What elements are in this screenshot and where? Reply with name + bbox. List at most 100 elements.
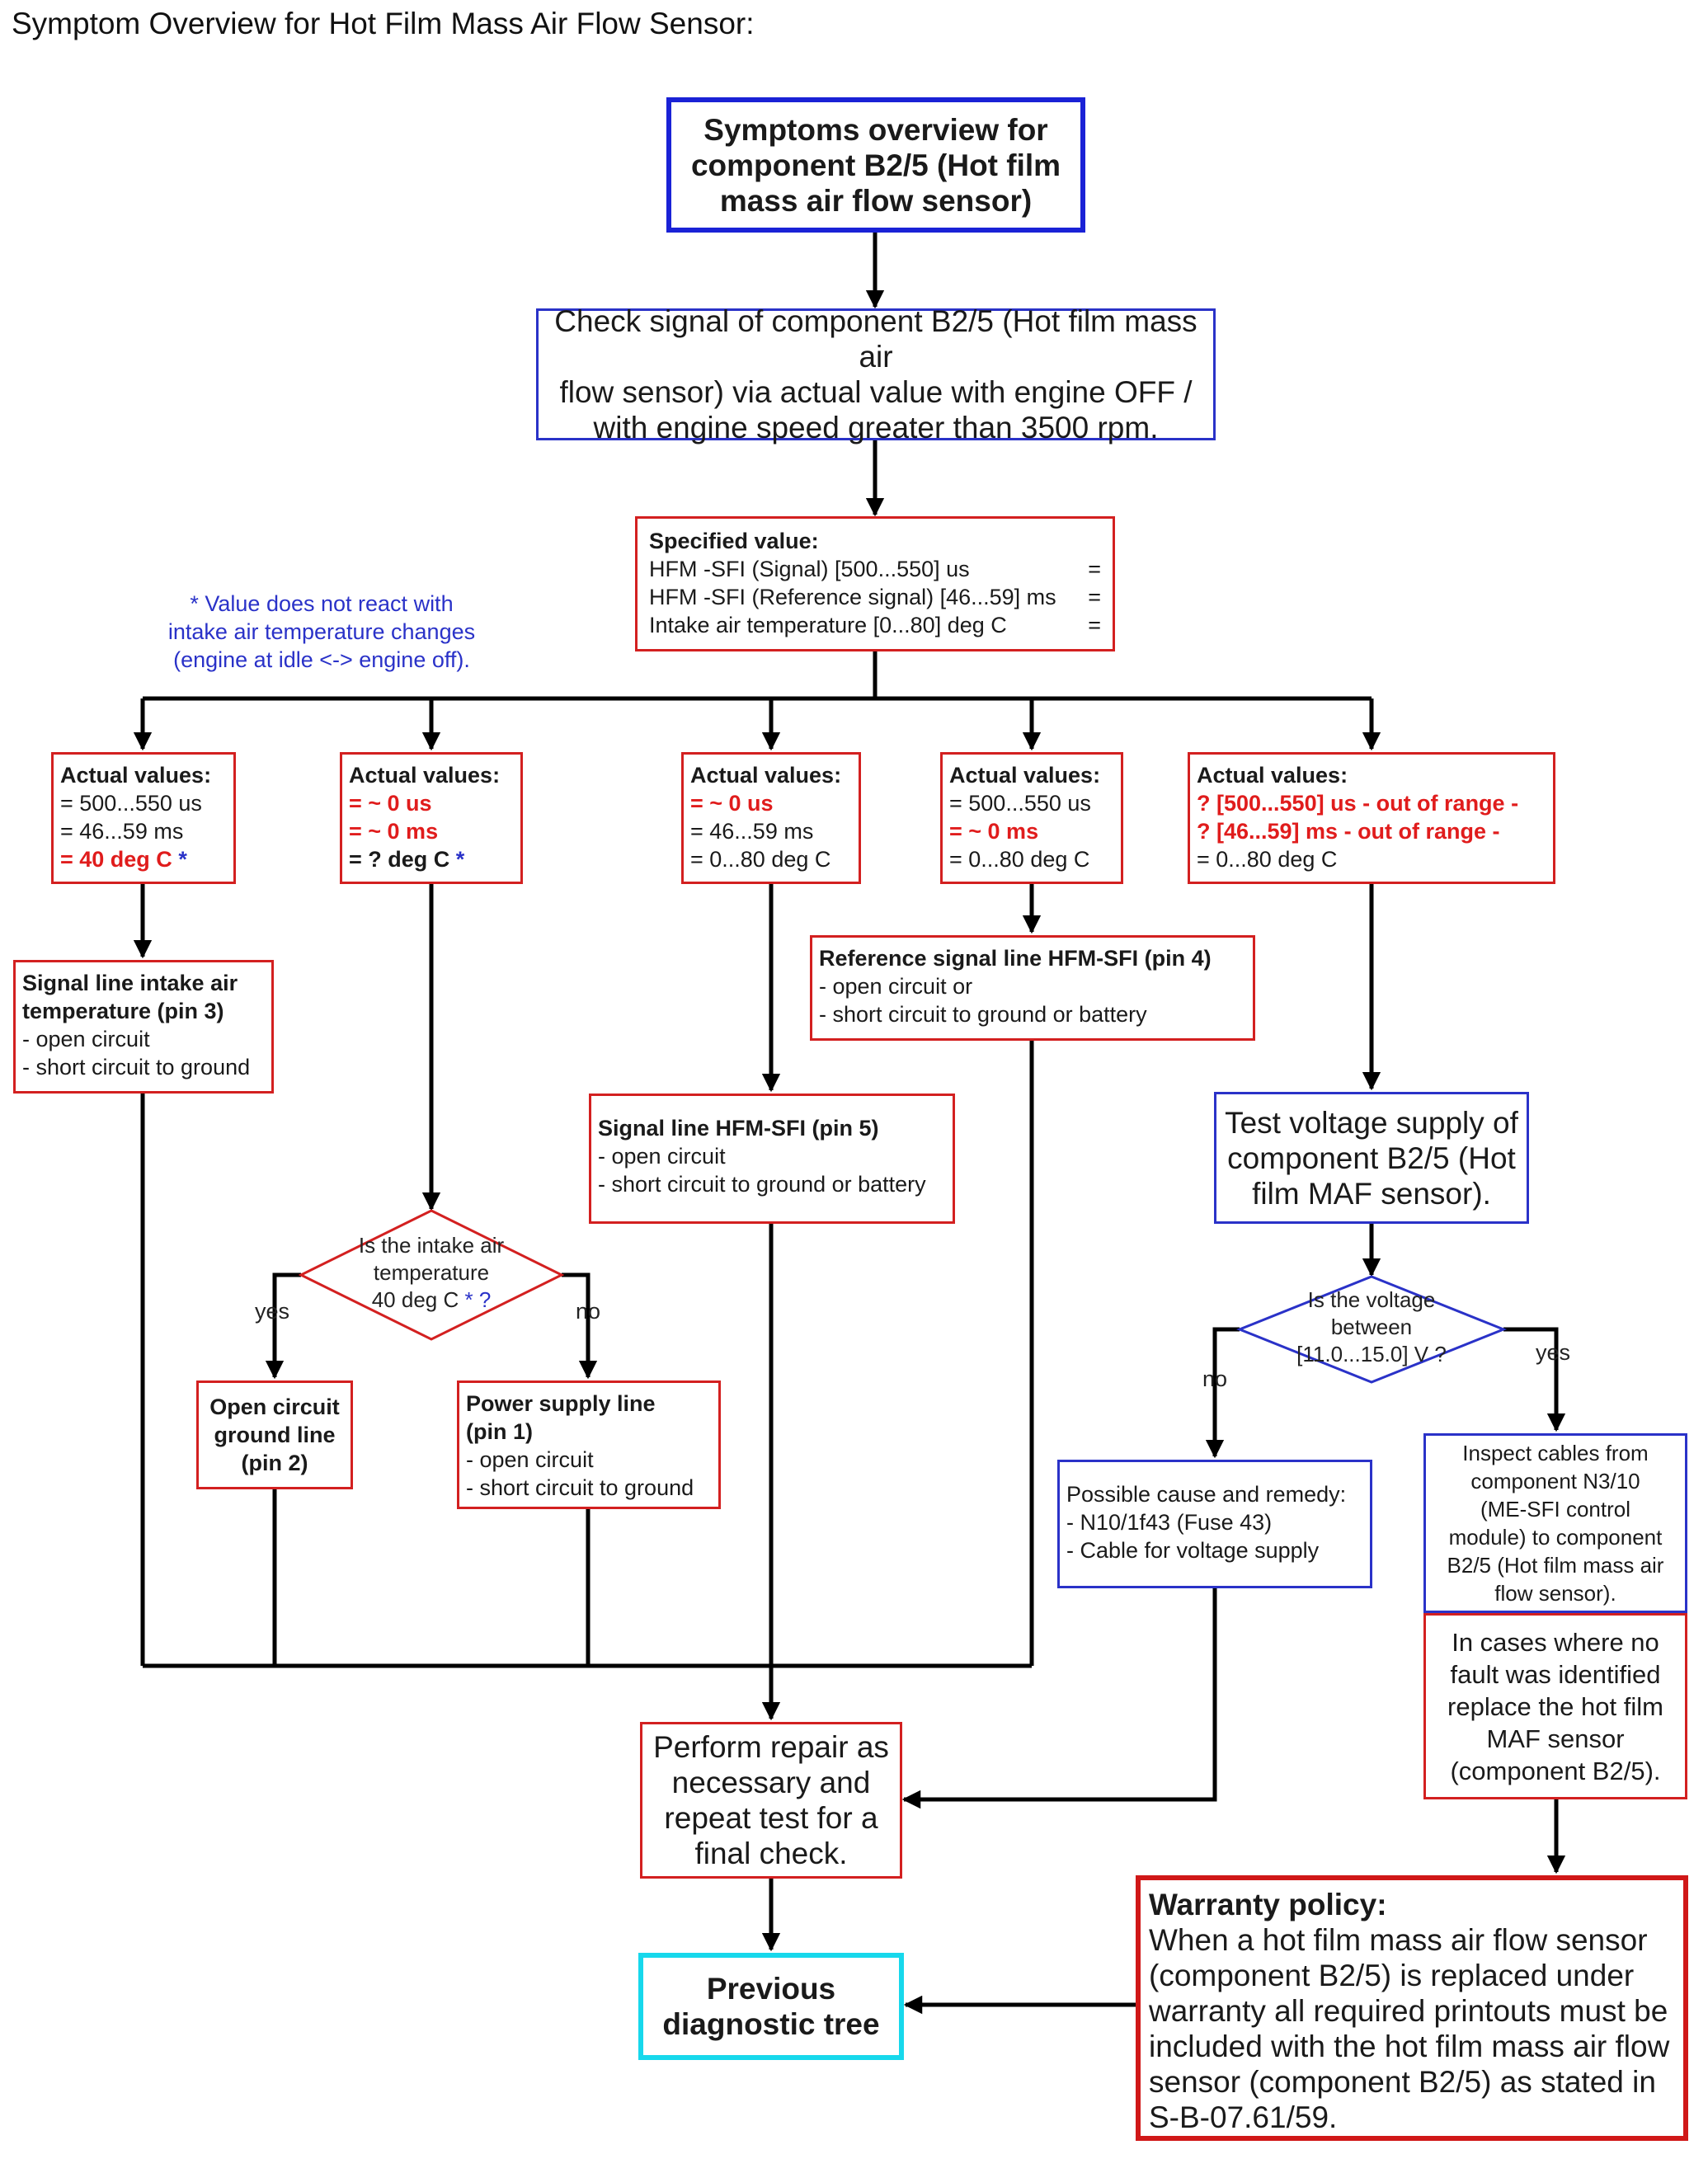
specified-signal-label: HFM -SFI (Signal) [500...550] us — [649, 557, 970, 581]
decision-voltage-shape — [1235, 1275, 1508, 1384]
signal-intake-item-1: - open circuit — [22, 1027, 150, 1051]
no-fault-line-4: MAF sensor — [1486, 1724, 1625, 1753]
no-fault-replace-box: In cases where no fault was identified r… — [1423, 1613, 1687, 1799]
decision-intake-temp-shape — [298, 1209, 565, 1341]
actual-heading-3: Actual values: — [690, 763, 842, 788]
decision-temp-line-1: Is the intake air — [358, 1233, 505, 1258]
specified-signal-sign: = — [1088, 557, 1101, 581]
arrow-diamond-yes — [265, 1272, 301, 1380]
specified-row-signal: HFM -SFI (Signal) [500...550] us = — [649, 555, 1101, 583]
specified-row-temperature: Intake air temperature [0...80] deg C = — [649, 611, 1101, 639]
ref-signal-item-2: - short circuit to ground or battery — [819, 1002, 1147, 1027]
actual-heading-2: Actual values: — [349, 763, 501, 788]
ref-signal-title: Reference signal line HFM-SFI (pin 4) — [819, 946, 1212, 971]
open-circuit-ground-box: Open circuit ground line (pin 2) — [196, 1380, 353, 1489]
specified-temperature-label: Intake air temperature [0...80] deg C — [649, 613, 1007, 637]
possible-cause-heading: Possible cause and remedy: — [1066, 1482, 1347, 1507]
actual-4-temperature: = 0...80 deg C — [949, 847, 1090, 872]
label-no-volt: no — [1202, 1366, 1228, 1391]
reference-signal-line-box: Reference signal line HFM-SFI (pin 4) - … — [810, 935, 1255, 1041]
actual-heading-1: Actual values: — [60, 763, 212, 788]
actual-1-reference: = 46...59 ms — [60, 819, 184, 844]
power-supply-line-box: Power supply line (pin 1) - open circuit… — [457, 1380, 721, 1509]
no-fault-line-2: fault was identified — [1450, 1659, 1661, 1689]
actual-1-asterisk: * — [172, 847, 187, 872]
signal-line-intake-box: Signal line intake air temperature (pin … — [13, 960, 274, 1094]
note-line-1: * Value does not react with — [190, 591, 454, 616]
no-fault-line-3: replace the hot film — [1447, 1691, 1663, 1721]
actual-3-signal: = ~ 0 us — [690, 791, 774, 816]
power-supply-title-2: (pin 1) — [466, 1419, 533, 1444]
actual-4-reference: = ~ 0 ms — [949, 819, 1039, 844]
open-ground-line-1: Open circuit — [209, 1395, 340, 1419]
signal-hfm-item-1: - open circuit — [598, 1144, 726, 1169]
actual-3-temperature: = 0...80 deg C — [690, 847, 831, 872]
specified-temperature-sign: = — [1088, 613, 1101, 637]
symptoms-line-3: mass air flow sensor) — [719, 183, 1033, 218]
specified-value-box: Specified value: HFM -SFI (Signal) [500.… — [635, 516, 1115, 651]
actual-values-box-3: Actual values: = ~ 0 us = 46...59 ms = 0… — [681, 752, 861, 884]
decision-temp-asterisk: * ? — [459, 1287, 492, 1312]
signal-intake-item-2: - short circuit to ground — [22, 1055, 251, 1079]
repair-line-2: necessary and — [671, 1766, 871, 1799]
actual-values-box-2: Actual values: = ~ 0 us = ~ 0 ms = ? deg… — [340, 752, 523, 884]
warranty-title: Warranty policy: — [1149, 1888, 1387, 1921]
actual-2-signal: = ~ 0 us — [349, 791, 432, 816]
repair-line-4: final check. — [694, 1837, 848, 1870]
actual-2-asterisk: * — [449, 847, 465, 872]
warranty-line-3: warranty all required printouts must be — [1149, 1994, 1668, 2028]
actual-values-box-1: Actual values: = 500...550 us = 46...59 … — [51, 752, 236, 884]
inspect-line-1: Inspect cables from — [1462, 1441, 1649, 1465]
symptoms-line-2: component B2/5 (Hot film — [690, 148, 1061, 182]
repair-line-1: Perform repair as — [653, 1730, 889, 1764]
signal-hfm-title: Signal line HFM-SFI (pin 5) — [598, 1116, 879, 1141]
signal-line-hfm-box: Signal line HFM-SFI (pin 5) - open circu… — [589, 1094, 955, 1224]
inspect-line-2: component N3/10 — [1470, 1469, 1640, 1493]
repair-line-3: repeat test for a — [664, 1801, 878, 1835]
test-voltage-box: Test voltage supply of component B2/5 (H… — [1214, 1092, 1529, 1224]
test-voltage-line-1: Test voltage supply of — [1225, 1105, 1518, 1140]
check-line-3: with engine speed greater than 3500 rpm. — [593, 411, 1159, 444]
warranty-line-6: S-B-07.61/59. — [1149, 2100, 1338, 2134]
no-fault-line-5: (component B2/5). — [1450, 1756, 1661, 1785]
decision-volt-line-3: [11.0...15.0] V ? — [1296, 1342, 1447, 1366]
label-yes-volt: yes — [1536, 1340, 1571, 1365]
power-supply-item-2: - short circuit to ground — [466, 1475, 694, 1500]
specified-reference-label: HFM -SFI (Reference signal) [46...59] ms — [649, 585, 1056, 609]
previous-line-1: Previous — [706, 1972, 836, 2006]
possible-cause-box: Possible cause and remedy: - N10/1f43 (F… — [1057, 1460, 1372, 1588]
note-line-3: (engine at idle <-> engine off). — [173, 647, 470, 672]
actual-2-reference: = ~ 0 ms — [349, 819, 439, 844]
actual-4-signal: = 500...550 us — [949, 791, 1091, 816]
previous-diagnostic-tree-box[interactable]: Previous diagnostic tree — [638, 1953, 904, 2060]
warranty-line-5: sensor (component B2/5) as stated in — [1149, 2065, 1656, 2099]
test-voltage-line-3: film MAF sensor). — [1252, 1176, 1491, 1211]
check-line-2: flow sensor) via actual value with engin… — [559, 375, 1193, 409]
page-title: Symptom Overview for Hot Film Mass Air F… — [12, 7, 755, 40]
arrow-cause-to-repair — [901, 1588, 1217, 1809]
symptoms-overview-box: Symptoms overview for component B2/5 (Ho… — [666, 97, 1085, 233]
signal-intake-title-2: temperature (pin 3) — [22, 999, 224, 1023]
actual-5-reference: ? [46...59] ms - out of range - — [1197, 819, 1500, 844]
actual-3-reference: = 46...59 ms — [690, 819, 814, 844]
warranty-line-2: (component B2/5) is replaced under — [1149, 1959, 1635, 1992]
perform-repair-box: Perform repair as necessary and repeat t… — [640, 1722, 902, 1879]
inspect-line-4: module) to component — [1448, 1525, 1663, 1550]
specified-row-reference: HFM -SFI (Reference signal) [46...59] ms… — [649, 583, 1101, 611]
arrow-volt-yes — [1503, 1327, 1566, 1432]
ref-signal-item-1: - open circuit or — [819, 974, 973, 999]
check-signal-box: Check signal of component B2/5 (Hot film… — [536, 304, 1216, 444]
actual-1-signal: = 500...550 us — [60, 791, 202, 816]
actual-heading-5: Actual values: — [1197, 763, 1348, 788]
inspect-cables-box: Inspect cables from component N3/10 (ME-… — [1423, 1433, 1687, 1613]
open-ground-line-3: (pin 2) — [241, 1451, 308, 1475]
actual-values-box-4: Actual values: = 500...550 us = ~ 0 ms =… — [940, 752, 1123, 884]
actual-1-temperature: = 40 deg C — [60, 847, 172, 872]
inspect-line-3: (ME-SFI control — [1480, 1497, 1631, 1522]
no-fault-line-1: In cases where no — [1452, 1627, 1659, 1657]
specified-reference-sign: = — [1088, 585, 1101, 609]
warranty-line-1: When a hot film mass air flow sensor — [1149, 1923, 1648, 1957]
decision-voltage-text: Is the voltage between [11.0...15.0] V ? — [1273, 1286, 1470, 1368]
warranty-policy-box: Warranty policy: When a hot film mass ai… — [1136, 1875, 1688, 2141]
